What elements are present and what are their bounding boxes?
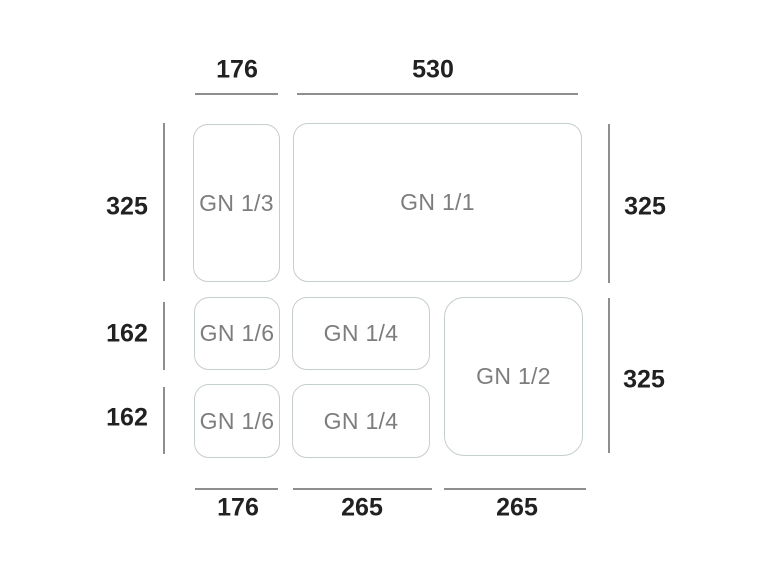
- dimension-label-bottom-176: 176: [217, 493, 259, 522]
- gn-1-4-container-lower: GN 1/4: [292, 384, 430, 458]
- dimension-label-bottom-265-left: 265: [341, 493, 383, 522]
- gn-1-3-label: GN 1/3: [199, 189, 274, 216]
- dimension-label-top-530: 530: [412, 55, 454, 84]
- gn-1-1-label: GN 1/1: [400, 189, 475, 215]
- gn-1-4-lower-label: GN 1/4: [323, 407, 399, 434]
- gn-1-6-upper-label: GN 1/6: [199, 320, 275, 346]
- gn-1-6-container-lower: GN 1/6: [194, 384, 280, 458]
- dimension-line-left-162-upper: [163, 302, 165, 370]
- gn-1-3-container: GN 1/3: [193, 124, 280, 282]
- gn-1-6-lower-label: GN 1/6: [199, 407, 275, 434]
- dimension-label-left-162-upper: 162: [106, 319, 148, 348]
- dimension-line-right-325-upper: [608, 124, 610, 283]
- dimension-line-bottom-265-right: [444, 488, 586, 490]
- dimension-label-right-325-lower: 325: [623, 365, 665, 394]
- gn-1-2-label: GN 1/2: [476, 363, 551, 389]
- gn-1-2-container: GN 1/2: [444, 297, 583, 456]
- dimension-label-left-162-lower: 162: [106, 403, 148, 432]
- dimension-label-top-176: 176: [216, 55, 258, 84]
- gn-1-1-container: GN 1/1: [293, 123, 582, 282]
- dimension-line-left-162-lower: [163, 387, 165, 454]
- dimension-line-right-325-lower: [608, 298, 610, 453]
- dimension-line-top-530: [297, 93, 578, 95]
- gn-1-4-container-upper: GN 1/4: [292, 297, 430, 370]
- dimension-label-bottom-265-right: 265: [496, 493, 538, 522]
- dimension-line-left-325: [163, 123, 165, 281]
- dimension-label-right-325-upper: 325: [624, 192, 666, 221]
- dimension-line-top-176: [195, 93, 278, 95]
- dimension-line-bottom-265-left: [293, 488, 432, 490]
- gn-1-6-container-upper: GN 1/6: [194, 297, 280, 370]
- dimension-label-left-325: 325: [106, 192, 148, 221]
- dimension-line-bottom-176: [195, 488, 278, 490]
- gn-1-4-upper-label: GN 1/4: [323, 320, 399, 346]
